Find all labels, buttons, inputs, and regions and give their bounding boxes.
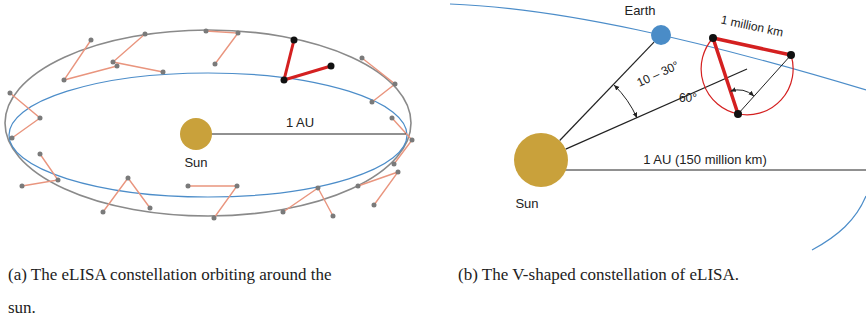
distance-label: 1 million km: [720, 13, 785, 40]
sun-label: Sun: [184, 155, 207, 171]
sun-disc: [514, 133, 568, 187]
distance-label: 1 AU (150 million km): [643, 152, 767, 168]
label-slot: 1 AU: [286, 115, 314, 131]
earth-label: Earth: [624, 3, 655, 19]
outer-orbit: [5, 30, 411, 216]
radius-line: [196, 134, 406, 135]
sun-disc: [180, 118, 212, 150]
radius-line: [565, 170, 866, 171]
sun-label: Sun: [515, 196, 538, 212]
figure-caption: (b) The V-shaped constellation of eLISA.: [458, 258, 858, 291]
spacecraft: [328, 63, 335, 70]
angle-label: 10 – 30°: [635, 58, 682, 90]
earth-disc: [651, 25, 671, 45]
label-slot: Sun: [515, 196, 538, 212]
angle-arc: [614, 85, 637, 118]
earth-orbit: [9, 73, 407, 197]
spacecraft: [787, 51, 795, 59]
distance-label: 1 AU: [286, 115, 314, 131]
label-slot: Sun: [184, 155, 207, 171]
spacecraft-dots: [8, 29, 415, 221]
highlighted-constellation: [284, 40, 331, 80]
spacecraft: [734, 110, 742, 118]
spacecraft: [291, 37, 298, 44]
figure-caption: (a) The eLISA constellation orbiting aro…: [8, 258, 353, 322]
angle-label: 60°: [679, 91, 697, 105]
label-slot: 1 million km: [720, 13, 785, 40]
label-slot: 10 – 30°: [635, 58, 682, 90]
label-slot: 60°: [679, 91, 697, 105]
constellation-circle: [701, 38, 793, 115]
earth-orbit-arc: [812, 196, 866, 250]
spacecraft: [281, 77, 288, 84]
label-slot: (b) The V-shaped constellation of eLISA.: [458, 258, 858, 291]
label-slot: 1 AU (150 million km): [643, 152, 767, 168]
label-slot: Earth: [624, 3, 655, 19]
sun-earth-line: [560, 42, 654, 140]
triangle-side: [738, 55, 791, 114]
constellation-arms: [10, 31, 412, 218]
label-slot: (a) The eLISA constellation orbiting aro…: [8, 258, 353, 322]
laser-arms: [713, 38, 791, 114]
spacecraft: [709, 34, 717, 42]
angle-arc: [731, 90, 755, 96]
earth-orbit-arc: [450, 4, 866, 90]
